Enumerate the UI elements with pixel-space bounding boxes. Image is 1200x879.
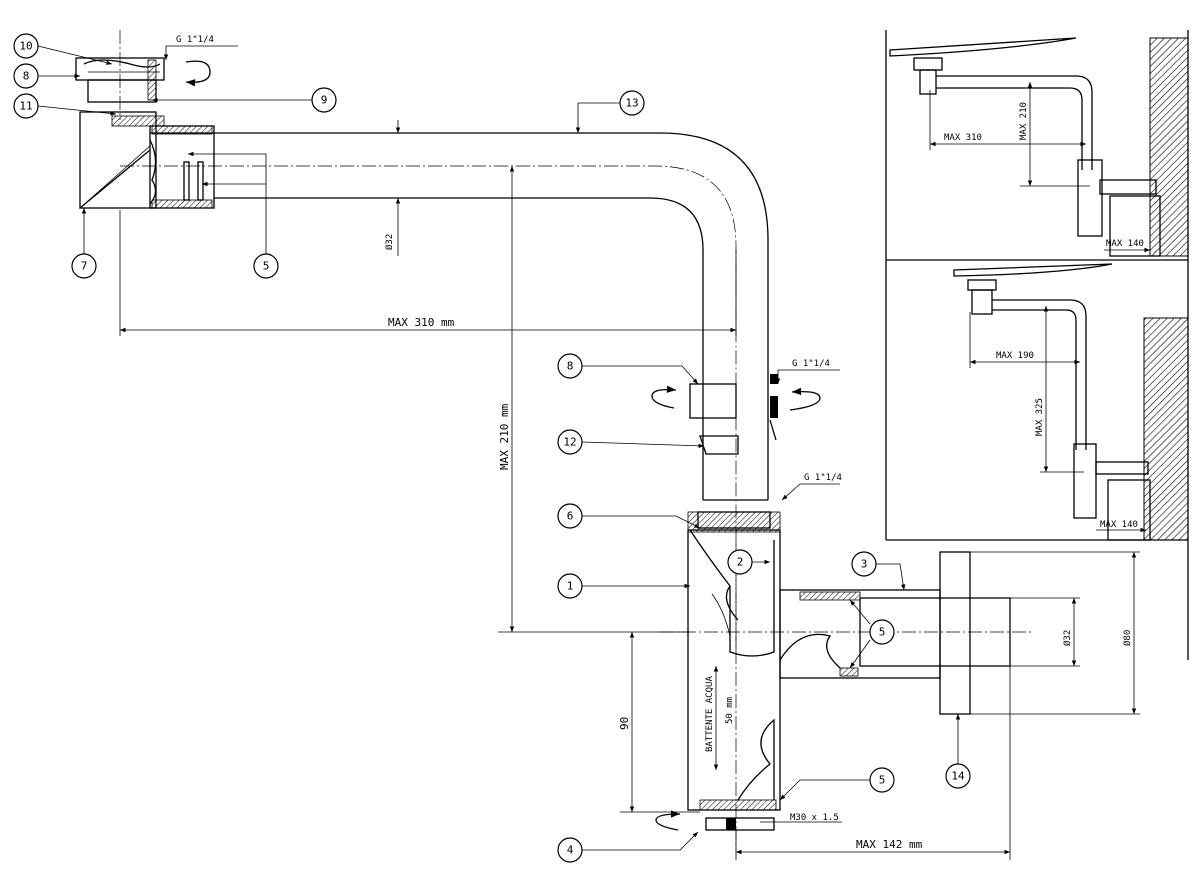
thread-label-low: G 1"1/4 [804,473,842,483]
water-seal-value: 50 mm [725,697,735,724]
svg-text:2: 2 [737,556,744,569]
inset-top-max-310: MAX 310 [944,133,982,143]
callout-10: 10 [13,33,39,59]
max-310-label: MAX 310 mm [388,316,455,329]
svg-text:5: 5 [879,626,886,639]
callout-leaders [37,45,961,851]
svg-text:7: 7 [81,260,88,273]
callout-9: 9 [311,87,337,113]
callout-7: 7 [71,253,97,279]
svg-text:1: 1 [567,580,574,593]
callout-14: 14 [945,763,971,789]
dimension-lines [119,45,1140,860]
inset-bottom-max-140: MAX 140 [1100,520,1138,530]
thread-label-top: G 1"1/4 [176,35,214,45]
svg-text:10: 10 [19,40,32,53]
m30-label: M30 x 1.5 [790,813,839,823]
callout-1: 1 [557,573,583,599]
callout-8-nut: 8 [557,353,583,379]
max-210-label: MAX 210 mm [498,403,511,470]
callout-5-ring: 5 [253,253,279,279]
water-seal-label: BATTENTE ACQUA [705,676,715,752]
thread-label-mid: G 1"1/4 [792,359,830,369]
svg-text:14: 14 [951,770,965,783]
callout-3: 3 [851,551,877,577]
callout-8-top: 8 [13,63,39,89]
callout-5-side: 5 [869,619,895,645]
svg-text:13: 13 [625,97,638,110]
callout-6: 6 [557,503,583,529]
svg-text:11: 11 [19,100,32,113]
callout-13: 13 [619,90,645,116]
top-valve-assembly [75,30,215,209]
callout-2: 2 [727,549,753,575]
svg-text:9: 9 [321,94,328,107]
callout-4: 4 [557,837,583,863]
callout-11: 11 [13,93,39,119]
svg-text:3: 3 [861,558,868,571]
inset-frame [885,30,1189,660]
svg-text:5: 5 [263,260,270,273]
siphon-body [660,511,1032,850]
inset-top-drawing [889,37,1189,257]
svg-text:12: 12 [563,436,576,449]
svg-text:4: 4 [567,844,574,857]
callout-5-bottom: 5 [869,767,895,793]
svg-text:5: 5 [879,774,886,787]
overflow-pipe [120,132,778,650]
inset-bottom-max-190: MAX 190 [996,351,1034,361]
rotate-arrow-icon [655,810,681,831]
svg-text:6: 6 [567,510,574,523]
inset-bottom-drawing [953,263,1189,541]
rotate-arrow-icon [185,60,211,87]
pipe-diameter-label: Ø32 [384,234,395,250]
outer-diameter-label: Ø80 [1122,630,1133,646]
rotate-arrow-icon [651,385,677,409]
dim-90-label: 90 [618,717,631,730]
inset-bottom-max-325: MAX 325 [1035,398,1045,436]
side-diameter-label: Ø32 [1062,630,1073,646]
inset-top-max-210: MAX 210 [1019,102,1029,140]
rotate-arrow-icon [789,387,821,411]
inset-top-max-140: MAX 140 [1106,239,1144,249]
callout-12: 12 [557,429,583,455]
max-142-label: MAX 142 mm [856,838,923,851]
svg-text:8: 8 [23,70,30,83]
svg-text:8: 8 [567,360,574,373]
